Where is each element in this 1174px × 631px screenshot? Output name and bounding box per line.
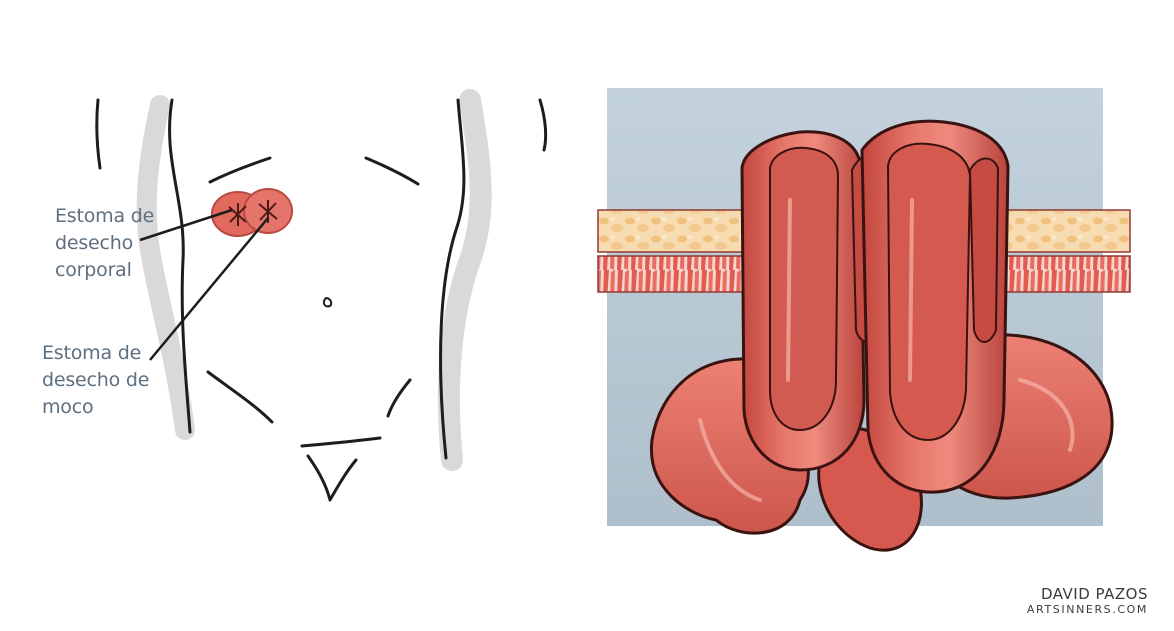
abdomen-sketch [97, 100, 546, 500]
mucus-waste-stoma-label-line-2: desecho de [42, 367, 149, 394]
artist-signature: DAVID PAZOS ARTSINNERS.COM [1027, 586, 1148, 616]
navel [324, 298, 331, 306]
cross-section-panel [598, 88, 1130, 550]
right-tube-fold [888, 144, 970, 440]
right-intestine-tube [862, 121, 1008, 492]
right-side-shading [449, 100, 481, 460]
mucus-waste-stoma-label-line-1: Estoma de [42, 340, 149, 367]
body-waste-stoma-label: Estoma de desecho corporal [55, 203, 154, 284]
pelvis-line [302, 438, 380, 446]
left-intestine-tube [742, 132, 882, 470]
right-hip-line [388, 380, 410, 416]
right-rib-line [366, 158, 418, 184]
left-rib-line [210, 158, 270, 182]
artist-website: ARTSINNERS.COM [1027, 603, 1148, 616]
left-tube-fold [770, 148, 838, 430]
body-waste-stoma-label-line-2: desecho [55, 230, 154, 257]
mucus-waste-stoma-label: Estoma de desecho de moco [42, 340, 149, 421]
body-waste-stoma-label-line-3: corporal [55, 257, 154, 284]
left-hip-line [208, 372, 272, 422]
body-waste-stoma-label-line-1: Estoma de [55, 203, 154, 230]
mucus-waste-stoma-label-line-3: moco [42, 394, 149, 421]
artist-name: DAVID PAZOS [1027, 586, 1148, 603]
groin-line [308, 456, 356, 500]
